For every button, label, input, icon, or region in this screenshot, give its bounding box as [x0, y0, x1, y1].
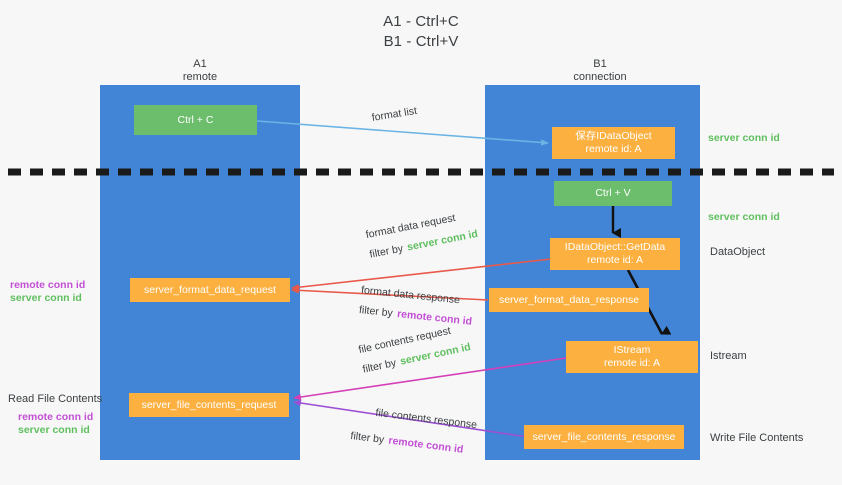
title-line-2: B1 - Ctrl+V [383, 33, 459, 50]
annotation-istream: Istream [710, 350, 747, 362]
annotation-server-conn-id-top: server conn id [708, 132, 780, 144]
node-getdata[interactable]: IDataObject::GetData remote id: A [550, 238, 680, 270]
node-server-file-contents-request-label: server_file_contents_request [141, 398, 277, 411]
column-b1-name: B1 [593, 58, 607, 70]
node-ctrl-v[interactable]: Ctrl + V [554, 181, 672, 206]
column-header-b1: B1 connection [535, 58, 665, 84]
node-istream-line2: remote id: A [603, 357, 661, 369]
annotation-server-conn-id-mid: server conn id [708, 211, 780, 223]
column-a1-sub: remote [182, 71, 218, 83]
edge-label-fmt-req-filter-pre: filter by [368, 242, 405, 261]
annotation-dataobject: DataObject [710, 246, 766, 258]
node-getdata-line1: IDataObject::GetData [564, 241, 666, 253]
edge-label-format-list: format list [370, 104, 418, 124]
title-line-1: A1 - Ctrl+C [383, 13, 459, 30]
edge-label-file-contents-response: file contents response [374, 406, 478, 432]
annotation-left-server-conn-id-2: server conn id [18, 424, 90, 436]
column-a1-name: A1 [193, 58, 207, 70]
node-idataobject-line2: remote id: A [585, 143, 642, 155]
column-b1-sub: connection [573, 71, 627, 83]
annotation-left-server-conn-id-1: server conn id [10, 292, 82, 304]
annotation-write-file-contents: Write File Contents [710, 432, 804, 444]
node-server-file-contents-response-label: server_file_contents_response [532, 430, 676, 443]
edge-label-file-resp-filter-id: remote conn id [387, 434, 464, 456]
edge-label-file-resp-filter-pre: filter by [349, 429, 385, 446]
node-server-file-contents-response[interactable]: server_file_contents_response [524, 425, 684, 449]
node-istream[interactable]: IStream remote id: A [566, 341, 698, 373]
annotation-left-remote-conn-id-1: remote conn id [10, 279, 86, 291]
annotation-left-remote-conn-id-2: remote conn id [18, 411, 94, 423]
node-idataobject-line1: 保存IDataObject [575, 130, 652, 142]
edge-label-file-req-filter-pre: filter by [361, 356, 398, 376]
node-getdata-line2: remote id: A [586, 254, 644, 266]
column-header-a1: A1 remote [140, 58, 260, 84]
node-istream-line1: IStream [613, 344, 651, 356]
node-server-format-data-request-label: server_format_data_request [144, 283, 276, 296]
node-ctrl-c-label: Ctrl + C [177, 113, 214, 126]
node-ctrl-c[interactable]: Ctrl + C [134, 105, 257, 135]
node-server-file-contents-request[interactable]: server_file_contents_request [129, 393, 289, 417]
node-server-format-data-request[interactable]: server_format_data_request [130, 278, 290, 302]
node-server-format-data-response[interactable]: server_format_data_response [489, 288, 649, 312]
node-idataobject[interactable]: 保存IDataObject remote id: A [552, 127, 675, 159]
edge-label-fmt-resp-filter-pre: filter by [358, 303, 394, 320]
diagram-title: A1 - Ctrl+C B1 - Ctrl+V [0, 12, 842, 52]
annotation-read-file-contents: Read File Contents [8, 393, 103, 405]
node-server-format-data-response-label: server_format_data_response [498, 293, 640, 306]
node-ctrl-v-label: Ctrl + V [595, 187, 631, 199]
